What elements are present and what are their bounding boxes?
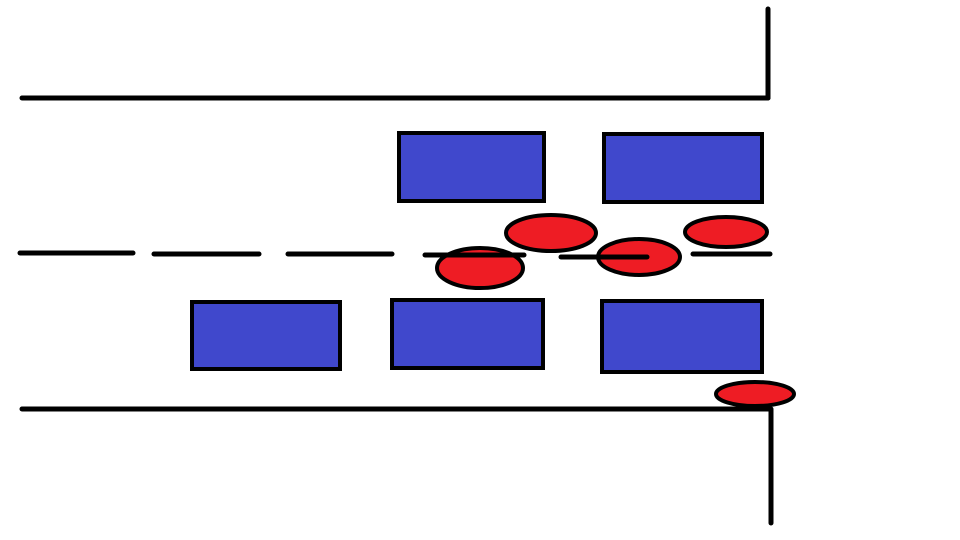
center-dashed-line	[17, 250, 773, 260]
vehicle-upper-2	[602, 132, 764, 204]
red-marker-4	[683, 215, 769, 249]
red-marker-5	[714, 380, 796, 408]
vehicle-upper-1	[397, 131, 546, 203]
red-marker-2	[435, 246, 525, 290]
vehicle-lower-1	[190, 300, 342, 371]
vehicle-lower-3	[600, 299, 764, 374]
vehicle-lower-2	[390, 298, 545, 370]
red-marker-1	[504, 213, 598, 253]
